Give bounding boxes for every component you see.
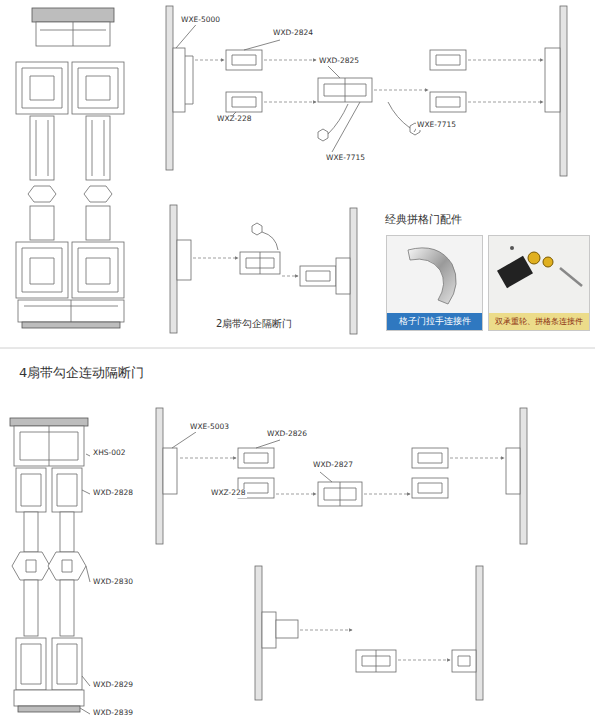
part-number: WXE-7715 <box>325 154 366 163</box>
part-number: WXD-2829 <box>92 681 134 690</box>
plan-view-2-leaf <box>170 205 357 334</box>
section-heading: 2扇带勾企隔断门 <box>215 318 293 330</box>
part-number: WXD-2828 <box>92 489 134 498</box>
caption-band: 格子门拉手连接件 <box>387 313 482 330</box>
plan-view-4-leaf <box>166 6 567 176</box>
accessory-photos <box>386 235 590 331</box>
part-number: WXD-2830 <box>92 578 134 587</box>
photo-caption-box: 格子门拉手连接件 <box>386 235 483 331</box>
group-heading: 经典拼格门配件 <box>384 214 463 227</box>
section-heading: 4扇带勾企连动隔断门 <box>18 366 145 381</box>
part-number: WXD-2839 <box>92 709 134 718</box>
part-number: WXD-2826 <box>266 430 308 439</box>
part-number: WXD-2824 <box>272 29 314 38</box>
section-view-top <box>16 8 124 328</box>
photo-caption-box: 双承重轮、拼格条连接件 <box>488 235 590 331</box>
part-number: WXE-5000 <box>180 16 221 25</box>
plan-view-detail <box>255 566 483 700</box>
part-number: WXZ-228 <box>210 489 247 498</box>
part-number: WXD-2825 <box>318 57 360 66</box>
part-number: WXE-7715 <box>416 121 457 130</box>
plan-view-linked <box>156 408 527 544</box>
part-number: WXD-2827 <box>312 461 354 470</box>
part-number: XHS-002 <box>92 449 127 458</box>
part-number: WXZ-228 <box>216 115 253 124</box>
caption-band: 双承重轮、拼格条连接件 <box>489 313 589 330</box>
part-number: WXE-5003 <box>189 423 230 432</box>
section-view-bottom <box>10 418 90 714</box>
